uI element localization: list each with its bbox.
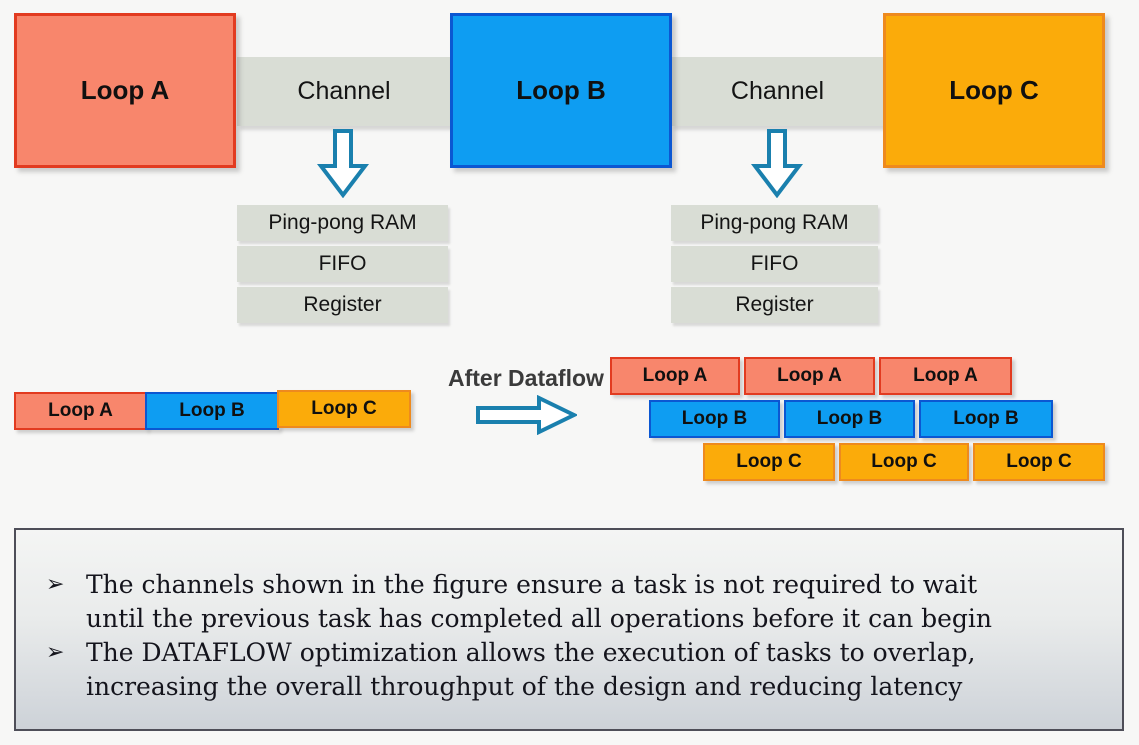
impl-label: Register — [735, 293, 814, 316]
note-item-dataflow: ➢ The DATAFLOW optimization allows the e… — [46, 636, 1104, 704]
before-timeline-loop-b: Loop B — [145, 392, 279, 430]
channel-2-block: Channel — [671, 57, 884, 126]
note-line-1: The DATAFLOW optimization allows the exe… — [86, 638, 976, 667]
impl-option-register-right: Register — [671, 287, 878, 323]
loop-c-label: Loop C — [949, 75, 1039, 105]
impl-option-pingpong-ram-left: Ping-pong RAM — [237, 205, 448, 241]
note-line-2: until the previous task has completed al… — [86, 604, 993, 633]
timeline-label: Loop A — [48, 400, 113, 421]
after-timeline-loop-b-2: Loop B — [784, 400, 915, 438]
after-timeline-loop-a-1: Loop A — [610, 357, 740, 395]
down-arrow-icon — [316, 129, 370, 198]
impl-label: FIFO — [750, 252, 799, 275]
impl-label: Register — [303, 293, 382, 316]
timeline-label: Loop C — [736, 451, 802, 472]
after-timeline-loop-c-2: Loop C — [839, 443, 969, 481]
timeline-label: Loop A — [642, 365, 708, 386]
loop-a-label: Loop A — [80, 75, 170, 105]
loop-c-block: Loop C — [883, 13, 1105, 168]
impl-option-fifo-left: FIFO — [237, 246, 448, 282]
loop-b-block: Loop B — [450, 13, 672, 168]
impl-label: FIFO — [318, 252, 367, 275]
after-timeline-loop-c-1: Loop C — [703, 443, 835, 481]
channel-1-block: Channel — [237, 57, 451, 126]
impl-option-pingpong-ram-right: Ping-pong RAM — [671, 205, 878, 241]
timeline-label: Loop B — [816, 408, 883, 429]
arrow-bullet-icon: ➢ — [46, 572, 65, 597]
impl-label: Ping-pong RAM — [268, 211, 417, 234]
timeline-label: Loop C — [1006, 451, 1072, 472]
loop-b-label: Loop B — [516, 75, 606, 105]
timeline-label: Loop C — [871, 451, 937, 472]
before-timeline-loop-c: Loop C — [277, 390, 411, 428]
impl-label: Ping-pong RAM — [700, 211, 849, 234]
impl-option-fifo-right: FIFO — [671, 246, 878, 282]
note-item-channels: ➢ The channels shown in the figure ensur… — [46, 568, 1104, 636]
impl-option-register-left: Register — [237, 287, 448, 323]
timeline-label: Loop C — [311, 398, 377, 419]
note-text: The DATAFLOW optimization allows the exe… — [86, 636, 1104, 704]
note-line-2: increasing the overall throughput of the… — [86, 672, 963, 701]
after-dataflow-label: After Dataflow — [448, 365, 604, 391]
note-line-1: The channels shown in the figure ensure … — [86, 570, 978, 599]
right-arrow-icon — [476, 395, 577, 435]
channel-2-label: Channel — [730, 77, 825, 105]
timeline-label: Loop B — [179, 400, 245, 421]
after-timeline-loop-b-3: Loop B — [919, 400, 1053, 438]
after-timeline-loop-b-1: Loop B — [649, 400, 780, 438]
channel-1-label: Channel — [297, 77, 391, 105]
after-timeline-loop-a-3: Loop A — [879, 357, 1012, 395]
arrow-bullet-icon: ➢ — [46, 640, 65, 665]
after-timeline-loop-a-2: Loop A — [744, 357, 875, 395]
before-timeline-loop-a: Loop A — [14, 392, 147, 430]
down-arrow-icon — [750, 129, 804, 198]
timeline-label: Loop B — [953, 408, 1019, 429]
loop-a-block: Loop A — [14, 13, 236, 168]
note-text: The channels shown in the figure ensure … — [86, 568, 1104, 636]
notes-panel: ➢ The channels shown in the figure ensur… — [14, 528, 1124, 731]
timeline-label: Loop A — [777, 365, 842, 386]
after-timeline-loop-c-3: Loop C — [973, 443, 1105, 481]
timeline-label: Loop B — [681, 408, 748, 429]
timeline-label: Loop A — [913, 365, 978, 386]
